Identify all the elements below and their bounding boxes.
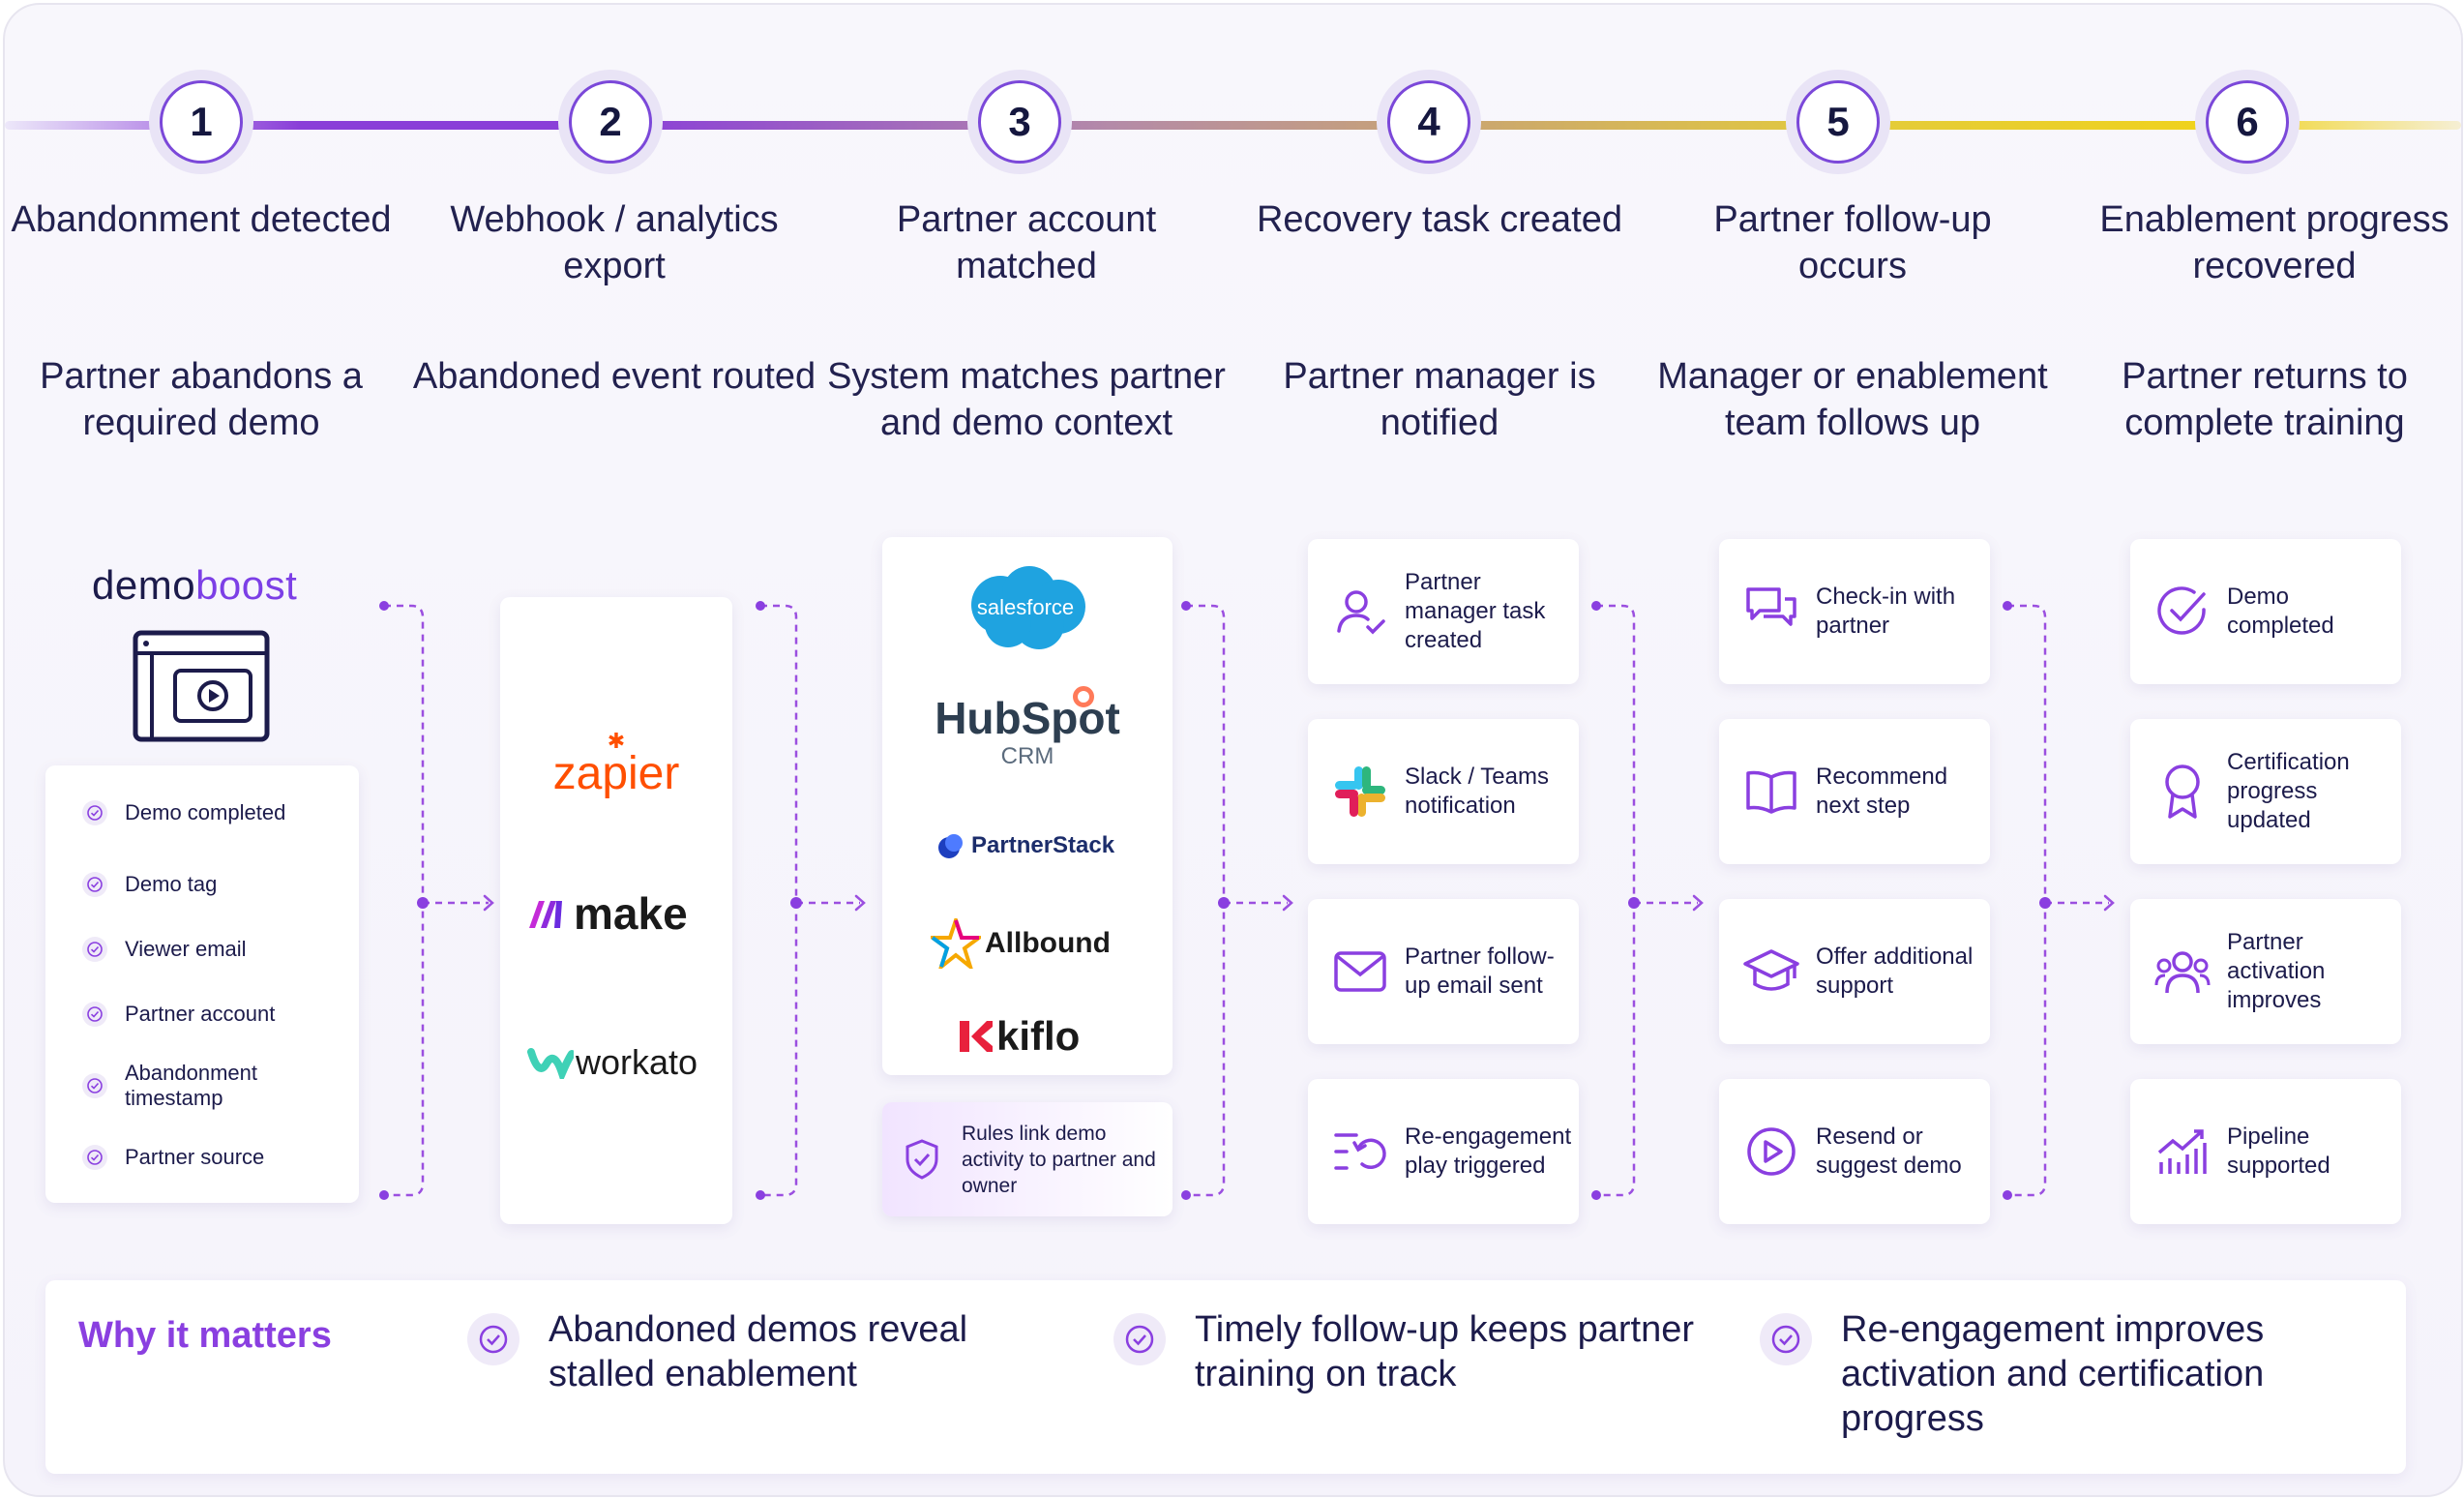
event-fields-card: Demo completed Demo tag Viewer email Par… [45,765,359,1203]
progress-track [5,121,2461,130]
check-icon [82,800,107,825]
step-2-title: Webhook / analytics export [450,199,779,286]
field-item: Abandonment timestamp [82,1061,334,1111]
chat-icon [1740,581,1802,643]
step-3-title: Partner account matched [896,199,1157,286]
allbound-logo: Allbound [931,918,1111,969]
step-1-desc: Partner abandons a required demo [40,356,363,443]
partnerstack-logo: PartnerStack [936,831,1114,860]
why-item: Abandoned demos reveal stalled enablemen… [467,1307,1009,1396]
check-icon [467,1313,520,1365]
hubspot-sprocket-icon [1073,686,1094,707]
hubspot-logo: HubSpot CRM [882,686,1173,771]
crm-card: salesforce HubSpot CRM PartnerStack Allb… [882,537,1173,1075]
followup-item-card: Offer additional support [1719,899,1990,1044]
recovery-item-card: Re-engagement play triggered [1308,1079,1579,1224]
step-1-title: Abandonment detected [11,199,392,240]
step-4-desc: Partner manager is notified [1283,356,1596,443]
outcome-item-card: Pipeline supported [2130,1079,2401,1224]
field-item: Partner source [82,1145,264,1170]
video-window-icon [133,630,270,742]
slack-icon [1329,761,1391,823]
step-6-number: 6 [2206,80,2289,164]
outcome-item-card: Certification progress updated [2130,719,2401,864]
chart-up-icon [2152,1121,2213,1183]
step-2-desc: Abandoned event routed [412,356,816,397]
check-icon [1113,1313,1166,1365]
step-5-circle: 5 [1786,70,1890,174]
step-3-desc: System matches partner and demo context [827,356,1226,443]
check-icon [82,1002,107,1027]
field-item: Demo completed [82,800,285,825]
step-5-desc: Manager or enablement team follows up [1657,356,2048,443]
why-title: Why it matters [78,1315,332,1356]
followup-item-card: Check-in with partner [1719,539,1990,684]
field-item: Demo tag [82,872,217,897]
mail-icon [1329,941,1391,1003]
step-4-title: Recovery task created [1256,199,1623,240]
outcome-item-card: Demo completed [2130,539,2401,684]
check-circle-icon [2152,581,2213,643]
connector-lines [379,601,2115,1200]
recovery-item-card: Partner follow-up email sent [1308,899,1579,1044]
rules-card: Rules link demo activity to partner and … [882,1102,1173,1216]
step-2-number: 2 [569,80,652,164]
why-item: Re-engagement improves activation and ce… [1760,1307,2360,1441]
step-3-number: 3 [978,80,1061,164]
step-6-desc: Partner returns to complete training [2122,356,2408,443]
demoboost-logo: demoboost [92,562,298,608]
workato-logo: workato [527,1042,730,1083]
replay-list-icon [1329,1121,1391,1183]
check-icon [82,937,107,962]
step-5-number: 5 [1796,80,1880,164]
check-icon [82,872,107,897]
integrations-card: ✱ zapier make workato [500,597,732,1224]
followup-item-card: Recommend next step [1719,719,1990,864]
step-4-number: 4 [1387,80,1470,164]
check-icon [82,1073,107,1098]
salesforce-logo: salesforce [958,560,1093,657]
outcome-item-card: Partner activation improves [2130,899,2401,1044]
check-icon [1760,1313,1812,1365]
kiflo-logo: kiflo [960,1013,1080,1060]
recovery-item-card: Slack / Teams notification [1308,719,1579,864]
recovery-item-card: Partner manager task created [1308,539,1579,684]
diagram-frame: 1 2 3 4 5 6 Abandonment detected Webhook… [3,3,2463,1497]
zapier-logo: ✱ zapier [552,729,680,799]
step-1-circle: 1 [149,70,253,174]
step-6-title: Enablement progress recovered [2099,199,2449,286]
why-item: Timely follow-up keeps partner training … [1113,1307,1713,1396]
step-3-circle: 3 [967,70,1072,174]
users-icon [2152,941,2213,1003]
check-icon [82,1145,107,1170]
step-6-circle: 6 [2195,70,2300,174]
play-circle-icon [1740,1121,1802,1183]
user-icon [1329,581,1391,643]
followup-item-card: Resend or suggest demo [1719,1079,1990,1224]
shield-check-icon [905,1139,938,1180]
make-logo: make [527,887,721,940]
field-item: Partner account [82,1002,275,1027]
step-5-title: Partner follow-up occurs [1713,199,1992,286]
graduation-cap-icon [1740,941,1802,1003]
award-icon [2152,761,2213,823]
step-2-circle: 2 [558,70,663,174]
why-it-matters-panel: Why it matters Abandoned demos reveal st… [45,1280,2406,1474]
step-4-circle: 4 [1377,70,1481,174]
book-icon [1740,761,1802,823]
field-item: Viewer email [82,937,247,962]
step-1-number: 1 [160,80,243,164]
